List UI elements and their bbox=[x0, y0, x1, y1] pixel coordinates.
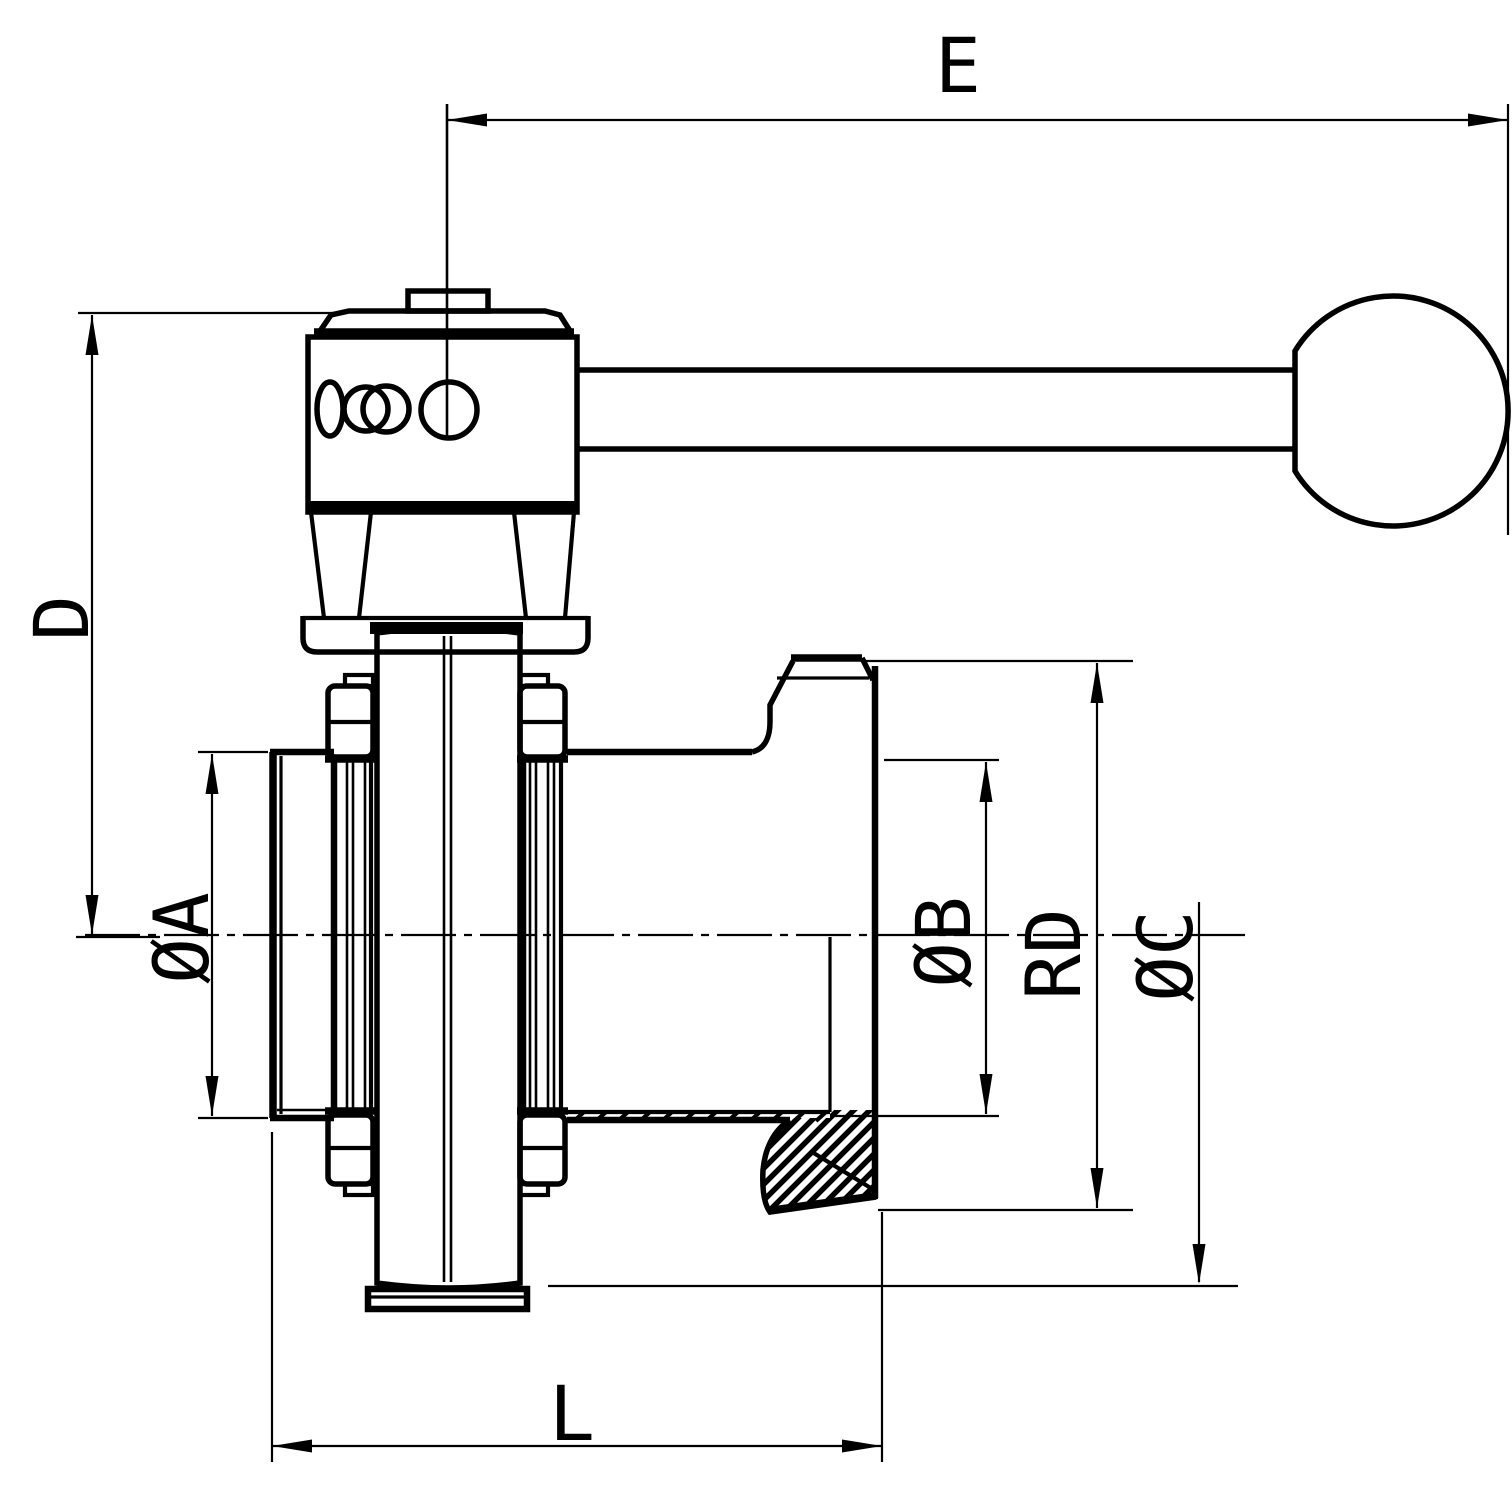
cap-top-tab bbox=[405, 288, 491, 314]
dimension-phi-c: ØC bbox=[548, 902, 1238, 1288]
dimension-e: E bbox=[447, 21, 1510, 535]
dimension-d: D bbox=[17, 311, 344, 939]
dimension-rd: RD bbox=[863, 659, 1133, 1212]
head-hole-middle-back bbox=[341, 384, 391, 434]
label-d: D bbox=[17, 595, 106, 641]
label-phi-a: ØA bbox=[137, 892, 226, 984]
handle-bar bbox=[577, 367, 1296, 452]
dimension-l: L bbox=[270, 1132, 884, 1462]
head-hole-left bbox=[314, 379, 346, 439]
pipe-wall-hatch bbox=[572, 1110, 828, 1123]
right-clamp-nut-bottom bbox=[517, 1107, 568, 1198]
left-clamp-nut-top bbox=[325, 672, 376, 763]
bottom-stem-cap bbox=[364, 1285, 531, 1313]
handle-ball bbox=[1292, 293, 1511, 529]
left-clamp-nut-bottom bbox=[325, 1107, 376, 1198]
valve-disc bbox=[374, 625, 523, 1291]
actuator-skirt bbox=[300, 511, 591, 655]
left-body-flange bbox=[330, 758, 374, 1112]
label-phi-c: ØC bbox=[1121, 910, 1210, 1002]
label-phi-b: ØB bbox=[899, 896, 988, 988]
actuator-cap bbox=[314, 288, 575, 338]
left-weld-end bbox=[269, 748, 334, 1122]
label-l: L bbox=[549, 1369, 595, 1458]
label-e: E bbox=[935, 21, 981, 110]
actuator-head bbox=[305, 104, 580, 515]
head-hole-middle bbox=[360, 383, 412, 435]
head-hole-pivot bbox=[418, 379, 480, 441]
right-body-flange bbox=[519, 758, 564, 1112]
label-rd: RD bbox=[1009, 908, 1098, 1000]
dimension-phi-a: ØA bbox=[137, 750, 268, 1120]
right-clamp-nut-top bbox=[517, 672, 568, 763]
dimension-phi-b: ØB bbox=[832, 758, 999, 1118]
